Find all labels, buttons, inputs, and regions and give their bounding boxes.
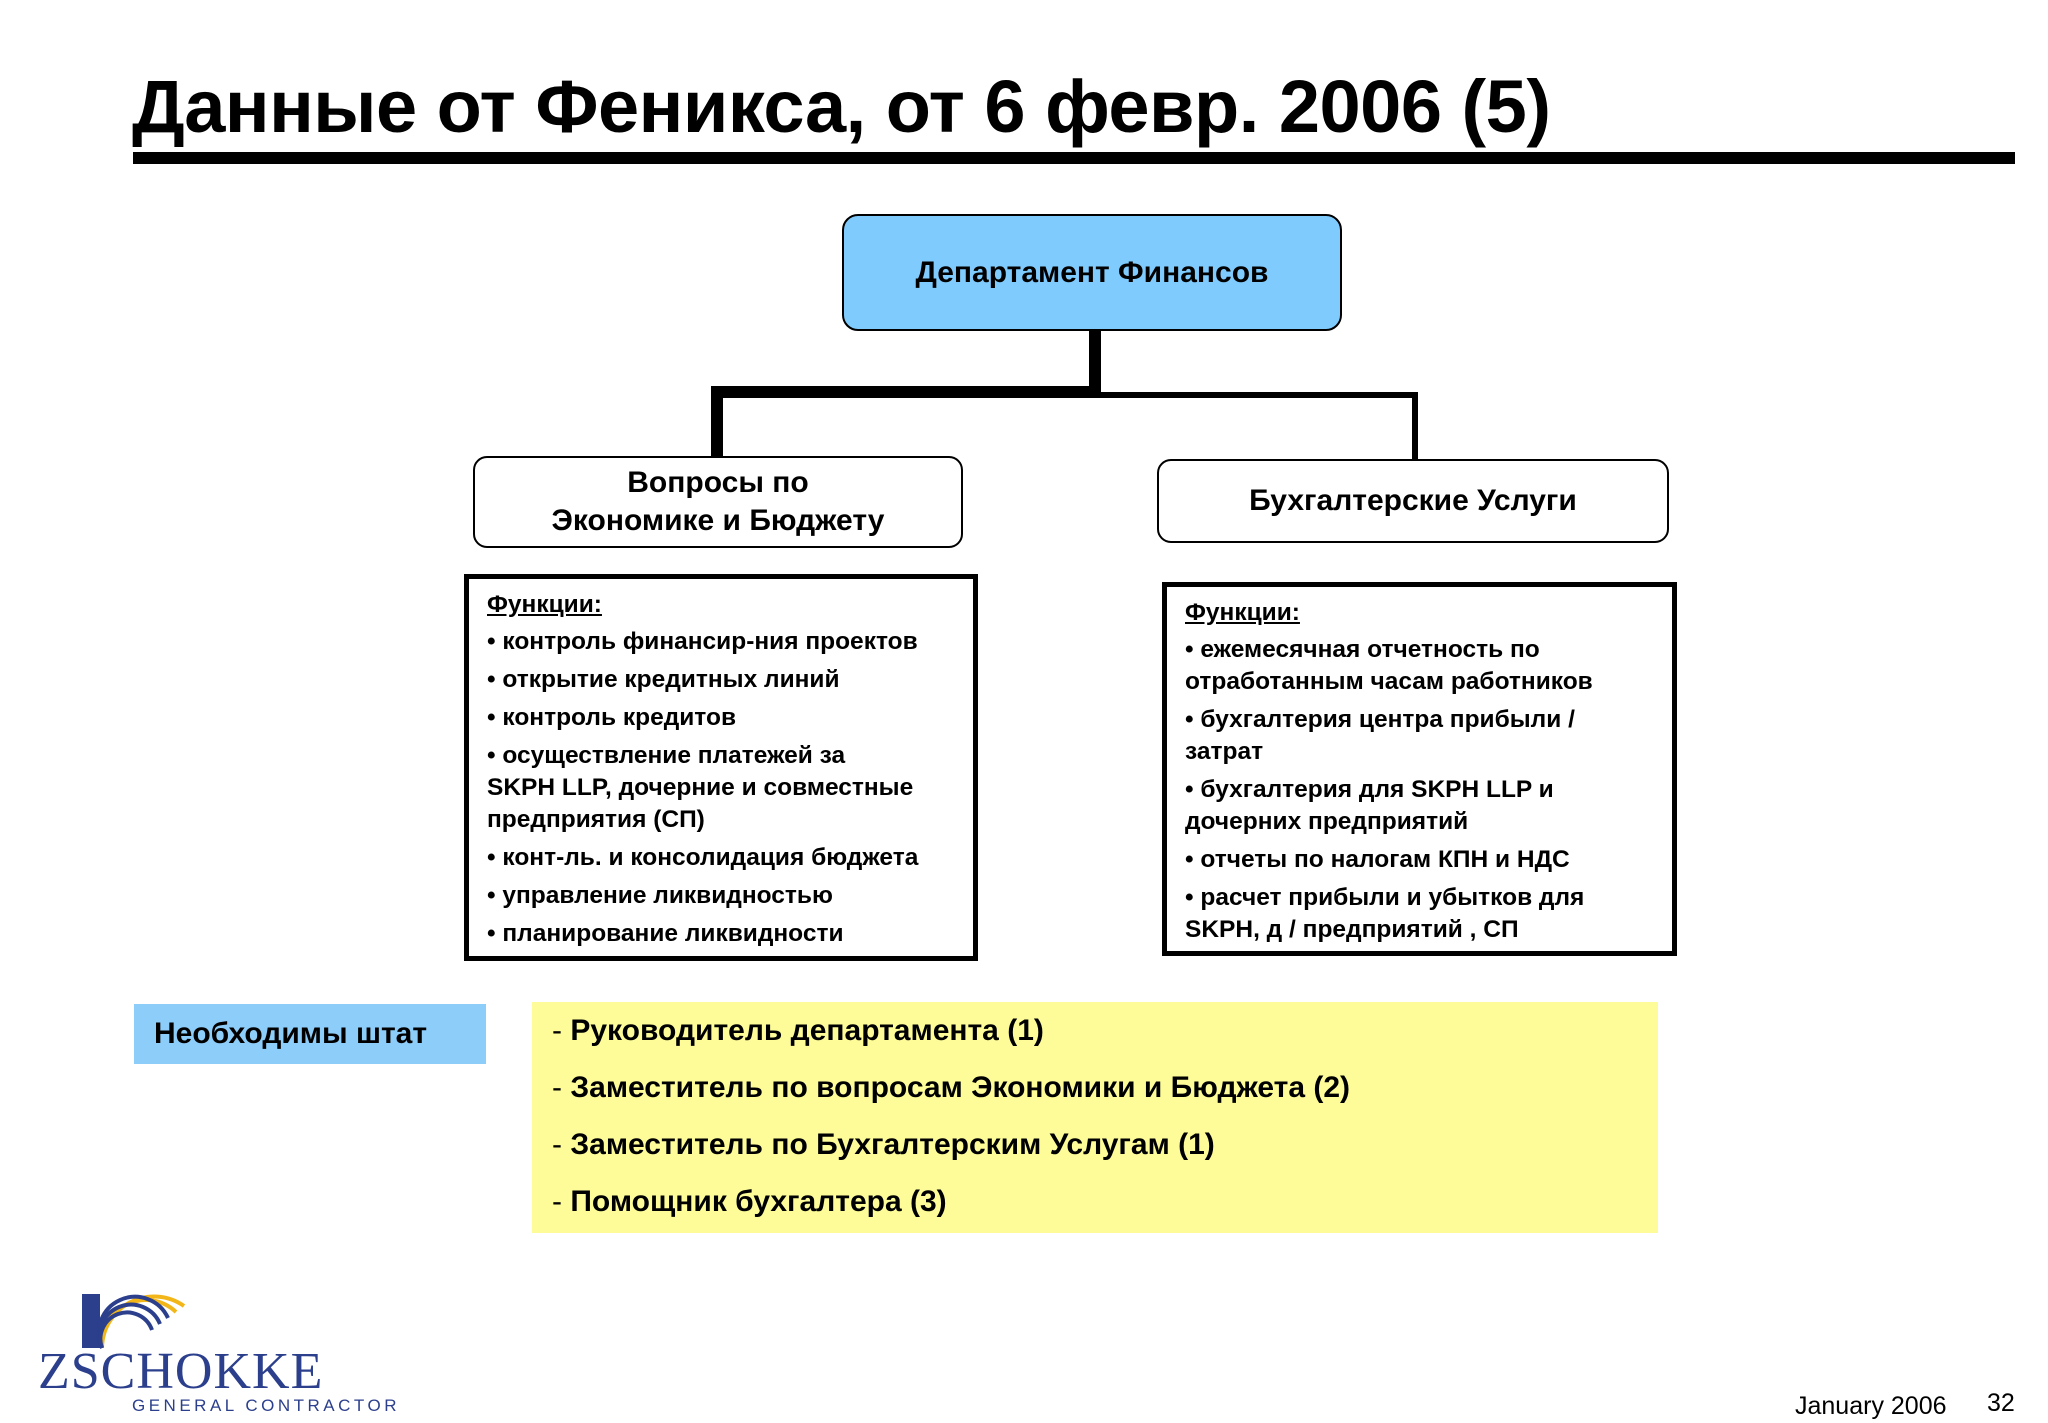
function-item-line: дочерних предприятий xyxy=(1185,808,1469,835)
staff-item-dash: - xyxy=(552,1071,562,1104)
function-item-line: • ежемесячная отчетность по xyxy=(1185,636,1540,663)
title-rule xyxy=(133,152,2015,164)
function-item: • расчет прибыли и убытков для SKPH, д /… xyxy=(1185,882,1654,946)
function-item: • бухгалтерия для SKPH LLP и дочерних пр… xyxy=(1185,774,1654,838)
accounting-functions-box: Функции: • ежемесячная отчетность по отр… xyxy=(1162,582,1677,956)
logo-subtitle: GENERAL CONTRACTOR xyxy=(132,1396,400,1415)
function-item-line: • осуществление платежей за xyxy=(487,742,846,769)
staff-list-panel: - Руководитель департамента (1) - Замест… xyxy=(532,1002,1658,1233)
staff-item-dash: - xyxy=(552,1128,562,1161)
function-item: • открытие кредитных линий xyxy=(487,666,840,693)
staff-item: - Руководитель департамента (1) xyxy=(552,1012,1658,1050)
function-item: • планирование ликвидности xyxy=(487,920,844,947)
page-title: Данные от Феникса, от 6 февр. 2006 (5) xyxy=(132,65,1551,148)
staff-item: - Заместитель по вопросам Экономики и Бю… xyxy=(552,1069,1658,1107)
functions-heading: Функции: xyxy=(1185,599,1300,626)
economics-budget-box: Вопросы по Экономике и Бюджету xyxy=(473,456,963,548)
staff-item-dash: - xyxy=(552,1014,562,1047)
economics-budget-label-line1: Вопросы по xyxy=(627,466,809,499)
economics-functions-box: Функции: • контроль финансир-ния проекто… xyxy=(464,574,978,961)
staff-needed-label: Необходимы штат xyxy=(134,1004,486,1064)
functions-heading: Функции: xyxy=(487,591,602,618)
function-item-line: • расчет прибыли и убытков для xyxy=(1185,884,1585,911)
page-number: 32 xyxy=(1987,1389,2015,1417)
staff-item-dash: - xyxy=(552,1185,562,1218)
accounting-services-label: Бухгалтерские Услуги xyxy=(1249,484,1577,517)
function-item: • осуществление платежей за SKPH LLP, до… xyxy=(487,740,955,836)
staff-item-text: Помощник бухгалтера (3) xyxy=(570,1185,947,1218)
function-item: • управление ликвидностью xyxy=(487,882,833,909)
footer-date: January 2006 xyxy=(1795,1392,1947,1420)
function-item-line: SKPH, д / предприятий , СП xyxy=(1185,916,1519,943)
function-item-line: предприятия (СП) xyxy=(487,806,705,833)
staff-item-text: Заместитель по Бухгалтерским Услугам (1) xyxy=(570,1128,1215,1161)
function-item-line: SKPH LLP, дочерние и совместные xyxy=(487,774,914,801)
economics-budget-label-line2: Экономике и Бюджету xyxy=(551,504,885,537)
logo-arcs-icon xyxy=(82,1294,186,1349)
function-item: • контроль кредитов xyxy=(487,704,737,731)
function-item-line: • бухгалтерия для SKPH LLP и xyxy=(1185,776,1554,803)
staff-item-text: Заместитель по вопросам Экономики и Бюдж… xyxy=(570,1071,1351,1104)
function-item: • ежемесячная отчетность по отработанным… xyxy=(1185,634,1654,698)
logo-wordmark: ZSCHOKKE xyxy=(38,1343,324,1400)
function-item: • контроль финансир-ния проектов xyxy=(487,628,918,655)
function-item-line: затрат xyxy=(1185,738,1264,765)
accounting-services-box: Бухгалтерские Услуги xyxy=(1157,459,1669,543)
function-item: • конт-ль. и консолидация бюджета xyxy=(487,844,919,871)
finance-department-box: Департамент Финансов xyxy=(842,214,1342,331)
function-item-line: отработанным часам работников xyxy=(1185,668,1593,695)
function-item: • бухгалтерия центра прибыли / затрат xyxy=(1185,704,1654,768)
staff-item: - Заместитель по Бухгалтерским Услугам (… xyxy=(552,1126,1658,1164)
finance-department-label: Департамент Финансов xyxy=(915,255,1269,289)
function-item: • отчеты по налогам КПН и НДС xyxy=(1185,846,1570,873)
staff-item-text: Руководитель департамента (1) xyxy=(570,1014,1044,1047)
staff-item: - Помощник бухгалтера (3) xyxy=(552,1183,1658,1221)
function-item-line: • бухгалтерия центра прибыли / xyxy=(1185,706,1575,733)
